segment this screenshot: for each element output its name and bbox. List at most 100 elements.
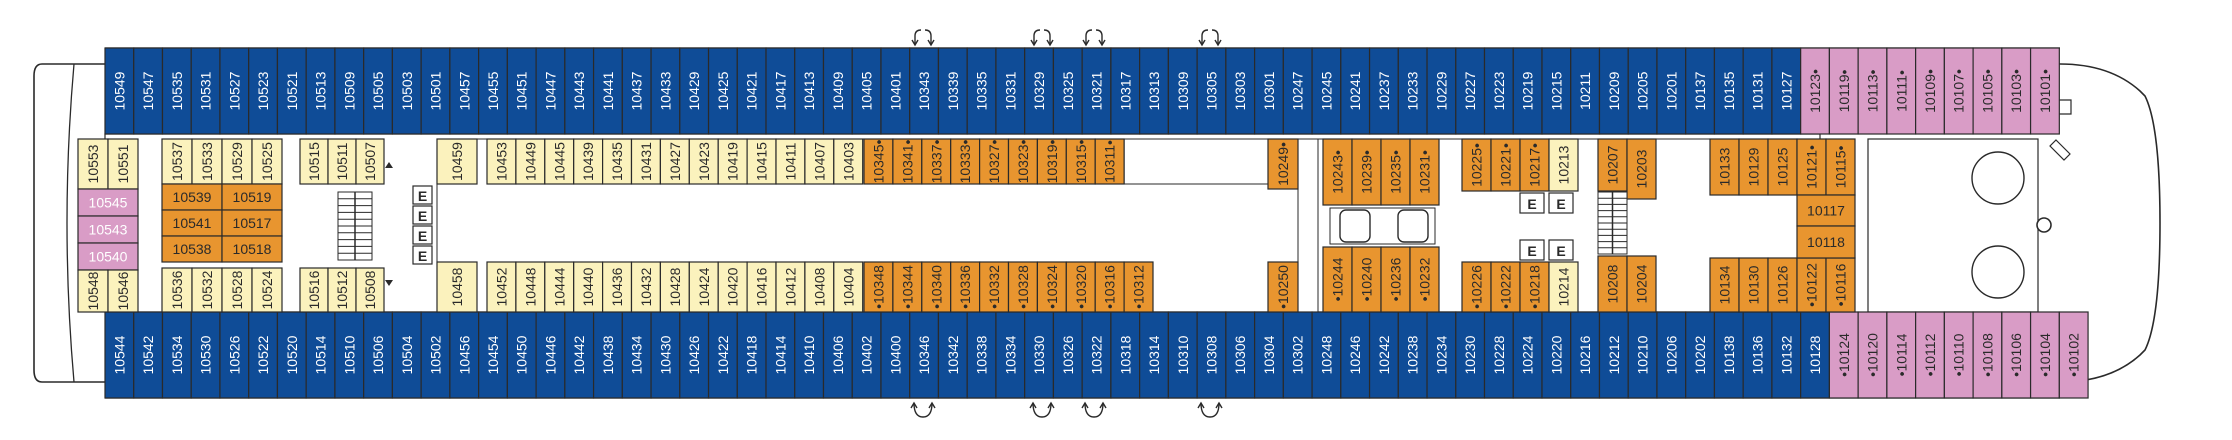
cabin-balcony[interactable]: 10547 [133, 47, 164, 135]
cabin-inside[interactable]: 10419 [717, 138, 748, 185]
cabin-suite[interactable]: 10123• [1800, 47, 1831, 135]
cabin-balcony[interactable]: 10245 [1311, 47, 1342, 135]
cabin-balcony[interactable]: 10530 [190, 311, 221, 399]
cabin-oceanview[interactable]: 10538 [161, 235, 223, 263]
cabin-inside[interactable]: 10507 [355, 138, 385, 185]
cabin-balcony[interactable]: 10456 [449, 311, 480, 399]
cabin-balcony[interactable]: 10454 [478, 311, 508, 399]
cabin-balcony[interactable]: 10317 [1110, 47, 1141, 135]
cabin-inside[interactable]: 10411 [775, 138, 806, 185]
cabin-balcony[interactable]: 10136 [1742, 311, 1773, 399]
cabin-balcony[interactable]: 10228 [1483, 311, 1514, 399]
cabin-oceanview[interactable]: 10115• [1825, 138, 1856, 196]
cabin-inside[interactable]: 10440 [573, 261, 604, 313]
cabin-oceanview[interactable]: 10129 [1738, 138, 1769, 196]
cabin-balcony[interactable]: 10514 [305, 311, 336, 399]
cabin-inside[interactable]: 10516 [299, 267, 329, 313]
cabin-balcony[interactable]: 10503 [391, 47, 422, 135]
cabin-inside[interactable]: 10436 [601, 261, 633, 313]
cabin-balcony[interactable]: 10331 [995, 47, 1026, 135]
cabin-inside[interactable]: 10431 [630, 138, 661, 185]
cabin-balcony[interactable]: 10322 [1081, 311, 1112, 399]
cabin-oceanview[interactable]: 10249• [1267, 138, 1299, 190]
cabin-oceanview[interactable]: 10130 [1738, 257, 1769, 313]
cabin-oceanview[interactable]: 10333• [950, 138, 981, 185]
cabin-inside[interactable]: 10408 [804, 261, 835, 313]
cabin-inside[interactable]: 10524 [251, 267, 283, 313]
cabin-suite[interactable]: •10110 [1943, 311, 1974, 399]
cabin-suite[interactable]: •10106 [2001, 311, 2032, 399]
cabin-balcony[interactable]: 10132 [1771, 311, 1802, 399]
cabin-balcony[interactable]: 10201 [1656, 47, 1687, 135]
cabin-balcony[interactable]: 10321 [1081, 47, 1112, 135]
cabin-balcony[interactable]: 10443 [564, 47, 595, 135]
cabin-oceanview[interactable]: 10125 [1767, 138, 1798, 196]
cabin-oceanview[interactable]: 10117 [1796, 194, 1856, 227]
cabin-balcony[interactable]: 10313 [1139, 47, 1169, 135]
cabin-suite[interactable]: 10103• [2001, 47, 2032, 135]
cabin-oceanview[interactable]: 10519 [221, 183, 283, 211]
cabin-balcony[interactable]: 10309 [1167, 47, 1198, 135]
cabin-oceanview[interactable]: •10324 [1036, 261, 1067, 313]
cabin-inside[interactable]: 10528 [221, 267, 253, 313]
cabin-balcony[interactable]: 10210 [1627, 311, 1658, 399]
cabin-balcony[interactable]: 10501 [420, 47, 451, 135]
cabin-inside[interactable]: 10412 [775, 261, 806, 313]
cabin-balcony[interactable]: 10438 [592, 311, 623, 399]
cabin-balcony[interactable]: 10520 [276, 311, 307, 399]
cabin-balcony[interactable]: 10414 [765, 311, 796, 399]
cabin-oceanview[interactable]: •10344 [892, 261, 923, 313]
cabin-oceanview[interactable]: •10222 [1490, 261, 1521, 313]
cabin-inside[interactable]: 10213 [1548, 138, 1579, 192]
cabin-balcony[interactable]: 10338 [966, 311, 997, 399]
cabin-balcony[interactable]: 10211 [1570, 47, 1601, 135]
cabin-balcony[interactable]: 10402 [851, 311, 882, 399]
cabin-balcony[interactable]: 10303 [1225, 47, 1256, 135]
cabin-balcony[interactable]: 10246 [1340, 311, 1371, 399]
cabin-suite[interactable]: 10101• [2029, 47, 2060, 135]
cabin-balcony[interactable]: 10430 [650, 311, 681, 399]
cabin-inside[interactable]: 10449 [515, 138, 546, 185]
cabin-oceanview[interactable]: 10243• [1322, 138, 1353, 206]
cabin-balcony[interactable]: 10248 [1311, 311, 1342, 399]
cabin-balcony[interactable]: 10230 [1455, 311, 1486, 399]
cabin-suite[interactable]: 10113• [1857, 47, 1888, 135]
cabin-inside[interactable]: 10444 [544, 261, 575, 313]
cabin-balcony[interactable]: 10433 [650, 47, 681, 135]
cabin-balcony[interactable]: 10301 [1253, 47, 1284, 135]
cabin-suite[interactable]: 10105• [1972, 47, 2003, 135]
cabin-balcony[interactable]: 10447 [535, 47, 566, 135]
cabin-inside[interactable]: 10423 [688, 138, 719, 185]
cabin-balcony[interactable]: 10406 [822, 311, 853, 399]
cabin-balcony[interactable]: 10400 [880, 311, 911, 399]
cabin-inside[interactable]: 10511 [327, 138, 357, 185]
cabin-balcony[interactable]: 10509 [334, 47, 365, 135]
cabin-balcony[interactable]: 10233 [1397, 47, 1428, 135]
cabin-balcony[interactable]: 10450 [506, 311, 537, 399]
cabin-balcony[interactable]: 10314 [1139, 311, 1169, 399]
cabin-suite[interactable]: 10107• [1943, 47, 1974, 135]
cabin-balcony[interactable]: 10437 [621, 47, 652, 135]
cabin-balcony[interactable]: 10526 [219, 311, 250, 399]
cabin-inside[interactable]: 10427 [659, 138, 690, 185]
cabin-balcony[interactable]: 10522 [248, 311, 279, 399]
cabin-balcony[interactable]: 10318 [1110, 311, 1141, 399]
cabin-inside[interactable]: 10432 [630, 261, 661, 313]
cabin-balcony[interactable]: 10206 [1656, 311, 1687, 399]
cabin-balcony[interactable]: 10542 [133, 311, 164, 399]
cabin-balcony[interactable]: 10544 [104, 311, 135, 399]
cabin-oceanview[interactable]: 10541 [161, 209, 223, 237]
cabin-balcony[interactable]: 10242 [1368, 311, 1399, 399]
cabin-inside[interactable]: 10537 [161, 138, 193, 185]
cabin-balcony[interactable]: 10247 [1282, 47, 1313, 135]
cabin-inside[interactable]: 10404 [833, 261, 864, 313]
cabin-oceanview[interactable]: 10323• [1007, 138, 1038, 185]
cabin-balcony[interactable]: 10442 [564, 311, 595, 399]
cabin-inside[interactable]: 10416 [746, 261, 777, 313]
cabin-oceanview[interactable]: 10133 [1709, 138, 1740, 196]
cabin-oceanview[interactable]: 10121• [1796, 138, 1827, 196]
cabin-inside[interactable]: 10424 [688, 261, 719, 313]
cabin-oceanview[interactable]: 10517 [221, 209, 283, 237]
cabin-oceanview[interactable]: 10345• [863, 138, 894, 185]
cabin-oceanview[interactable]: 10203 [1626, 138, 1657, 200]
